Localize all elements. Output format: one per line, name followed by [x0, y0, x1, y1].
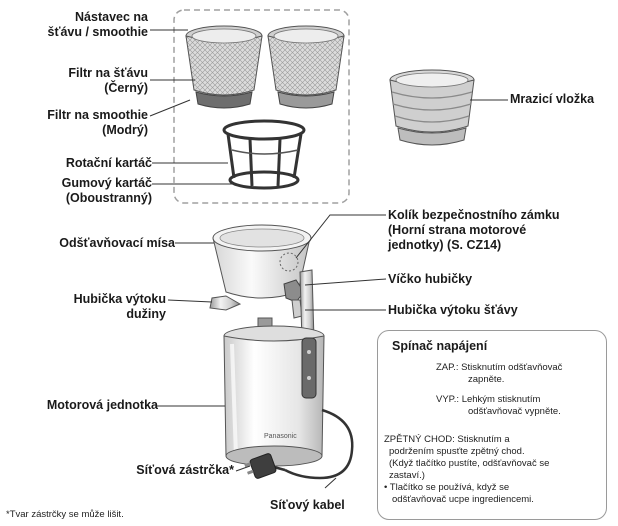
- footnote: *Tvar zástrčky se může lišit.: [6, 509, 124, 520]
- power-switch-panel: Spínač napájení: [377, 330, 607, 520]
- leader-lines: [149, 29, 508, 489]
- freezing-insert-illustration: [389, 69, 475, 146]
- brand-text: Panasonic: [264, 433, 297, 440]
- label-plug: Síťová zástrčka*: [136, 463, 234, 477]
- label-smoothie-filter: Filtr na smoothie (Modrý): [47, 108, 148, 137]
- smoothie-filter-illustration: [267, 25, 345, 109]
- rotating-brush-illustration: [222, 119, 306, 190]
- label-motor-unit: Motorová jednotka: [46, 398, 158, 412]
- label-pulp-spout: Hubička výtoku dužiny: [73, 292, 166, 321]
- motor-unit-illustration: Panasonic: [223, 317, 325, 467]
- label-juice-spout: Hubička výtoku šťávy: [388, 303, 518, 317]
- power-cord-illustration: [244, 408, 354, 480]
- juice-filter-illustration: [185, 25, 263, 109]
- label-freezing-insert: Mrazicí vložka: [510, 92, 595, 106]
- label-juice-filter: Filtr na šťávu (Černý): [68, 66, 148, 95]
- label-juicing-bowl: Odšťavňovací mísa: [59, 236, 175, 250]
- label-spout-cap: Víčko hubičky: [388, 272, 473, 286]
- switch-on-text: ZAP.: Stisknutím odšťavňovač zapněte.: [436, 362, 563, 385]
- label-rotating-brush: Rotační kartáč: [65, 156, 152, 170]
- switch-reverse-text: ZPĚTNÝ CHOD: Stisknutím a podržením spus…: [384, 434, 550, 505]
- label-attachment: Nástavec na šťávu / smoothie: [47, 10, 148, 39]
- label-rubber-brush: Gumový kartáč (Oboustranný): [61, 176, 152, 205]
- juicing-bowl-illustration: [209, 224, 315, 343]
- label-cord: Síťový kabel: [270, 498, 345, 512]
- switch-panel-title: Spínač napájení: [392, 339, 488, 353]
- switch-off-text: VYP.: Lehkým stisknutím odšťavňovač vypn…: [436, 394, 561, 417]
- label-safety-pin: Kolík bezpečnostního zámku (Horní strana…: [388, 208, 560, 252]
